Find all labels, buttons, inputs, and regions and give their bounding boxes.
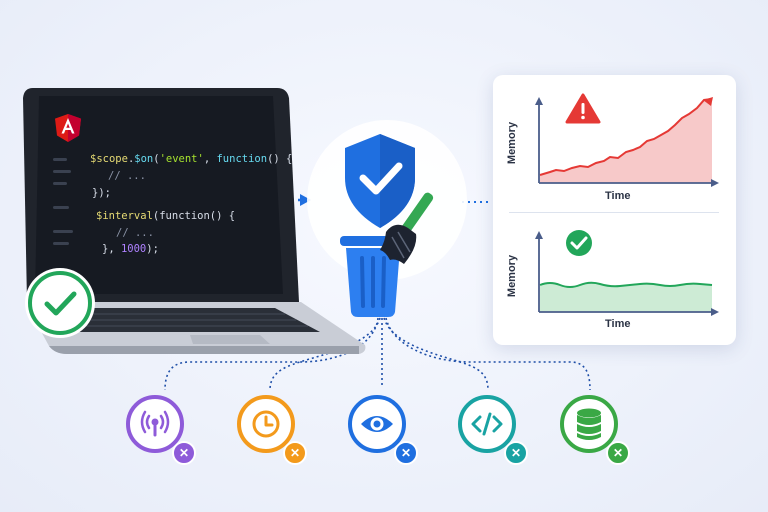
top-chart-ylabel: Memory	[506, 121, 518, 165]
remove-clock-badge: ✕	[283, 441, 307, 465]
angular-logo	[55, 114, 81, 142]
cleanup-illustration	[307, 120, 467, 317]
remove-database-badge: ✕	[606, 441, 630, 465]
laptop-body	[23, 88, 366, 354]
broadcast-icon	[126, 395, 184, 453]
code-token-rest: () {	[267, 153, 293, 165]
warning-icon	[565, 93, 601, 124]
bottom-chart-ylabel: Memory	[506, 254, 518, 298]
code-token-dot: .	[127, 153, 135, 165]
code-line-4: $interval(function() {	[96, 210, 235, 222]
stable-memory-chart	[535, 230, 719, 316]
remove-code-badge: ✕	[504, 441, 528, 465]
code-token-end: );	[146, 243, 159, 255]
memory-comparison-panel: Memory Time Memory Time	[493, 75, 736, 345]
code-line-3: });	[92, 187, 111, 199]
shield-icon	[345, 134, 415, 228]
clock-icon	[237, 395, 295, 453]
code-token-on: $on	[134, 153, 154, 165]
database-icon	[560, 395, 618, 453]
remove-eye-badge: ✕	[394, 441, 418, 465]
code-line-6: }, 1000);	[102, 243, 159, 255]
code-icon	[458, 395, 516, 453]
remove-broadcast-badge: ✕	[172, 441, 196, 465]
code-token-close: },	[102, 243, 121, 255]
code-token-number: 1000	[120, 243, 147, 255]
code-line-2: // ...	[108, 170, 146, 182]
broom-icon	[380, 192, 434, 264]
code-token-paren: (	[153, 153, 160, 165]
code-token-scope: $scope	[90, 153, 128, 165]
code-token-rest-2: (function() {	[152, 210, 236, 222]
bottom-chart-xlabel: Time	[605, 318, 631, 330]
code-line-5: // ...	[116, 227, 154, 239]
check-icon	[566, 230, 592, 256]
eye-icon	[348, 395, 406, 453]
panel-divider	[509, 212, 719, 213]
code-token-string: 'event'	[159, 153, 204, 165]
code-token-interval: $interval	[96, 210, 153, 222]
top-chart-xlabel: Time	[605, 190, 631, 202]
code-line-1: $scope.$on('event', function() {	[90, 153, 292, 165]
code-token-comma: ,	[203, 153, 217, 165]
code-token-function: function	[216, 153, 268, 165]
success-check-badge	[25, 268, 95, 338]
memory-leak-chart	[535, 93, 719, 187]
